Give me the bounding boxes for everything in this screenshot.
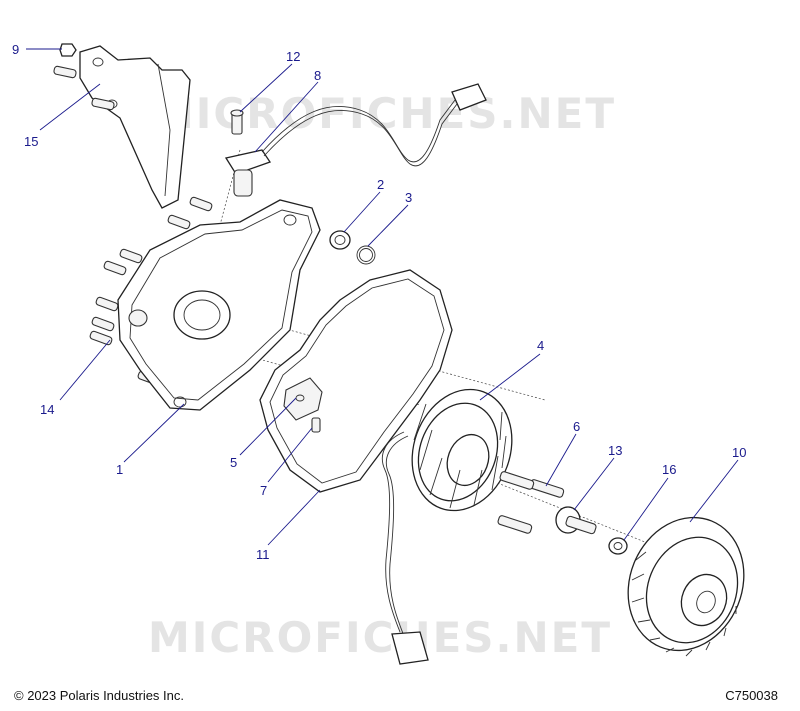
callout-1: 1: [116, 462, 123, 477]
cover-bolts-left: [89, 196, 213, 386]
seal-part-2: [329, 230, 351, 250]
watermark-bottom: MICROFICHES.NET: [148, 613, 612, 662]
callout-12: 12: [286, 49, 300, 64]
callout-11: 11: [256, 547, 270, 562]
callout-2: 2: [377, 177, 384, 192]
callout-16: 16: [662, 462, 676, 477]
flywheel-part-10: [627, 516, 745, 657]
snap-ring-part-3: [356, 245, 376, 265]
callout-13: 13: [608, 443, 622, 458]
watermark-top: MICROFICHES.NET: [152, 89, 616, 138]
screw-part-7: [311, 417, 321, 433]
washer-part-16: [608, 537, 628, 555]
callout-8: 8: [314, 68, 321, 83]
bracket-bolts: [53, 65, 115, 111]
bracket-part-15: [79, 45, 191, 209]
clip-part-9: [59, 43, 77, 57]
drawing-number: C750038: [725, 688, 778, 703]
callout-15: 15: [24, 134, 38, 149]
spacer-part-13: [555, 506, 597, 535]
callout-6: 6: [573, 419, 580, 434]
bolt-part-12: [230, 109, 244, 135]
stator-bolts-part-6: [497, 471, 565, 534]
stator-part-4: [381, 388, 513, 665]
leader-lines: [26, 48, 739, 546]
callout-7: 7: [260, 483, 267, 498]
callout-14: 14: [40, 402, 54, 417]
copyright-text: © 2023 Polaris Industries Inc.: [14, 688, 184, 703]
callout-4: 4: [537, 338, 544, 353]
callout-5: 5: [230, 455, 237, 470]
stator-cover-part-1: [117, 199, 321, 411]
sensor-part-8: [224, 83, 487, 197]
callout-9: 9: [12, 42, 19, 57]
gasket-part-11: [259, 269, 453, 493]
callout-10: 10: [732, 445, 746, 460]
callout-3: 3: [405, 190, 412, 205]
